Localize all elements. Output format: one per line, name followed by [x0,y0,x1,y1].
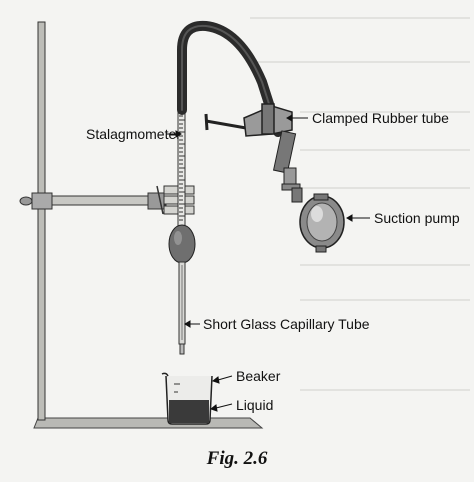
clamp-arm [35,195,167,206]
tube-screw-clamp [204,103,293,137]
suction-pump [299,193,345,253]
label-beaker: Beaker [236,368,281,384]
stalagmometer-bulb [168,224,196,264]
label-liquid: Liquid [236,397,274,413]
boss-head [31,192,53,210]
label-clamped-rubber-tube: Clamped Rubber tube [312,110,449,126]
label-stalagmometer: Stalagmometer [86,126,181,142]
beaker [161,372,213,425]
liquid-fill [169,400,209,423]
clamp-screw-knob [19,196,33,206]
background-bleed-lines [250,17,470,391]
pump-connector [272,130,303,203]
stand-rod [37,21,46,421]
figure-caption: Fig. 2.6 [206,448,268,469]
capillary-tip [179,343,185,355]
stalagmometer-graduations [179,111,185,221]
leader-lines [166,114,370,412]
label-suction-pump: Suction pump [374,210,460,226]
stand-base [33,417,264,429]
label-capillary-tube: Short Glass Capillary Tube [203,316,370,332]
